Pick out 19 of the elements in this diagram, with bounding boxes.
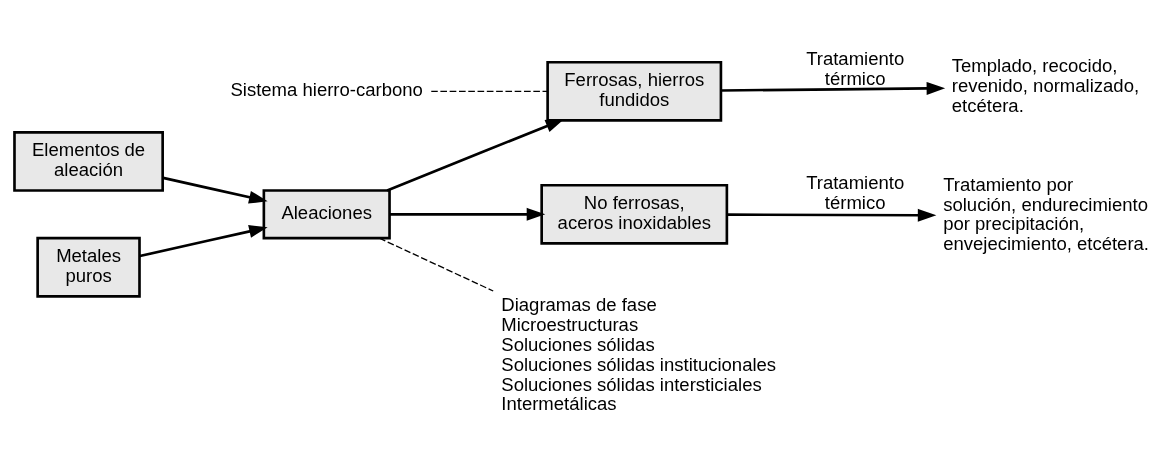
node-box: No ferrosas, aceros inoxidables: [540, 183, 729, 245]
arrow: [727, 208, 937, 222]
node-box: Metales puros: [36, 236, 141, 298]
edge-label: Tratamiento térmico: [806, 48, 905, 89]
connector: [378, 237, 494, 292]
arrow: [386, 119, 565, 192]
node-text: Sistema hierro-carbono: [230, 79, 423, 101]
arrow: [721, 81, 946, 95]
arrow: [389, 207, 546, 221]
arrow: [162, 176, 268, 204]
edge-label: Tratamiento térmico: [806, 172, 905, 214]
node-text: Diagramas de fase Microestructuras Soluciones sólidas Soluciones sólidas institucionales Soluciones sólidas intersticiales Intermetálicas: [501, 294, 777, 415]
node-text: Tratamiento por solución, endurecimiento por precipitación, envejecimiento, etcétera.: [943, 173, 1150, 255]
connector: [430, 90, 549, 92]
node-box: Ferrosas, hierros fundidos: [546, 60, 723, 122]
node-text: Templado, recocido, revenido, normalizado, etcétera.: [951, 55, 1140, 117]
node-box: Elementos de aleación: [13, 131, 164, 192]
node-box: Aleaciones: [262, 189, 391, 240]
arrow: [139, 225, 268, 258]
